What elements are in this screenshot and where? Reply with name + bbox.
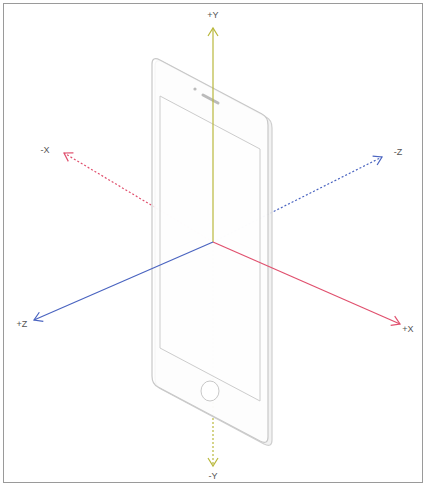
- pos-x-axis: [213, 242, 400, 324]
- axis-label: -Z: [393, 148, 404, 157]
- axis-label: +Z: [16, 320, 29, 329]
- axis-label: +Y: [206, 11, 219, 20]
- pos-y-axis: [212, 28, 213, 242]
- axis-label: -Y: [208, 472, 219, 481]
- pos-z-axis: [34, 242, 213, 320]
- axis-label: -X: [40, 146, 51, 155]
- frame: [4, 4, 423, 483]
- phone: [152, 59, 272, 446]
- axis-label: +X: [401, 325, 414, 334]
